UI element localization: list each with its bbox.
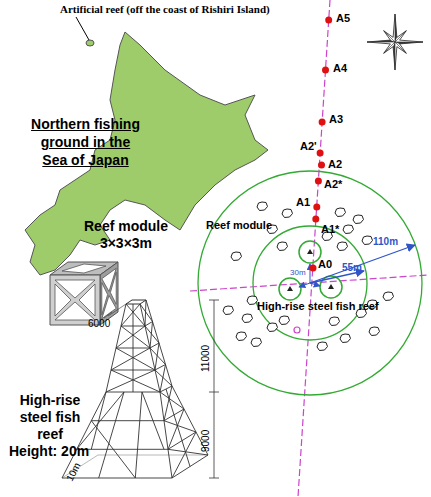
reef-module-mark bbox=[242, 314, 253, 323]
dimension-value: 6000 bbox=[88, 318, 110, 330]
cube-opening bbox=[62, 264, 106, 273]
reef-module-mark bbox=[353, 215, 364, 224]
reef-module-mark bbox=[279, 316, 290, 325]
survey-point bbox=[315, 178, 322, 185]
reef-module-mark bbox=[267, 323, 278, 332]
dimension-value: 9000 bbox=[200, 430, 212, 452]
module-title: Reef module 3×3×3m bbox=[76, 218, 176, 252]
reef-module-mark bbox=[223, 306, 234, 315]
point-label: A3 bbox=[329, 113, 343, 126]
compass-rose bbox=[367, 14, 423, 70]
reef-module-mark bbox=[383, 292, 394, 301]
point-label: A2' bbox=[300, 140, 317, 153]
cube-opening bbox=[102, 268, 116, 318]
survey-point bbox=[310, 265, 317, 272]
distance-label: 110m bbox=[373, 236, 398, 248]
survey-point bbox=[313, 204, 320, 211]
reef-module-mark bbox=[236, 332, 247, 341]
range-circle bbox=[253, 226, 367, 340]
compass-shade bbox=[367, 14, 423, 70]
survey-point bbox=[319, 119, 326, 126]
reef-module-mark bbox=[282, 209, 293, 218]
distance-label: 30m bbox=[290, 268, 306, 277]
map-label: High-rise steel fish reef bbox=[257, 300, 379, 313]
cube-opening bbox=[55, 280, 95, 320]
survey-point bbox=[318, 162, 325, 169]
point-label: A1* bbox=[321, 223, 339, 236]
range-circle bbox=[198, 171, 422, 395]
distance-label: 55m bbox=[342, 262, 362, 274]
island-map bbox=[25, 32, 268, 275]
dimension-value: 10m bbox=[64, 461, 84, 484]
reef-module-mark bbox=[335, 208, 346, 217]
distance-arrow bbox=[310, 283, 320, 286]
point-label: A4 bbox=[333, 62, 347, 75]
survey-point bbox=[325, 17, 332, 24]
reef-module-mark bbox=[362, 236, 373, 245]
distance-arrow bbox=[310, 245, 415, 283]
distance-arrow bbox=[299, 283, 310, 287]
dimension-line bbox=[104, 304, 126, 318]
point-label: A1 bbox=[296, 196, 310, 209]
region-title: Northern fishing ground in the Sea of Ja… bbox=[29, 115, 142, 169]
caption-note: Artificial reef (off the coast of Rishir… bbox=[60, 3, 270, 16]
leader-line bbox=[76, 17, 89, 40]
point-label: A0 bbox=[318, 258, 332, 271]
survey-line bbox=[298, 0, 330, 497]
cube-face bbox=[50, 275, 100, 325]
reef-module-mark bbox=[317, 342, 328, 351]
survey-point bbox=[317, 150, 324, 157]
marker-circle bbox=[294, 327, 300, 333]
tower-lattice bbox=[106, 300, 172, 392]
steel-reef-symbol bbox=[287, 249, 334, 291]
point-label: A2* bbox=[324, 178, 342, 191]
reef-module-mark bbox=[247, 296, 258, 305]
rishiri-island bbox=[86, 40, 94, 46]
reef-module-mark bbox=[337, 242, 348, 251]
reef-title: High-rise steel fish reef bbox=[10, 392, 90, 443]
point-label: A5 bbox=[336, 12, 350, 25]
tower-top bbox=[126, 300, 146, 304]
reef-module-drawing bbox=[50, 262, 118, 325]
reef-module-mark bbox=[277, 242, 288, 251]
survey-line bbox=[190, 275, 428, 291]
reef-module-mark bbox=[251, 338, 262, 347]
reef-module-mark bbox=[340, 334, 351, 343]
survey-point bbox=[322, 67, 329, 74]
reef-module-mark bbox=[257, 202, 268, 211]
height-note: Height: 20m bbox=[9, 443, 89, 460]
dimension-value: 11000 bbox=[200, 345, 212, 372]
point-label: A2 bbox=[328, 158, 342, 171]
base-lattice bbox=[62, 386, 208, 478]
reef-module-mark bbox=[231, 252, 242, 261]
compass-lines bbox=[367, 14, 423, 70]
survey-point bbox=[312, 216, 319, 223]
map-label: Reef module bbox=[206, 219, 272, 232]
reef-module-mark bbox=[343, 225, 354, 234]
reef-module-mark bbox=[329, 317, 340, 326]
reef-module-mark bbox=[369, 327, 380, 336]
